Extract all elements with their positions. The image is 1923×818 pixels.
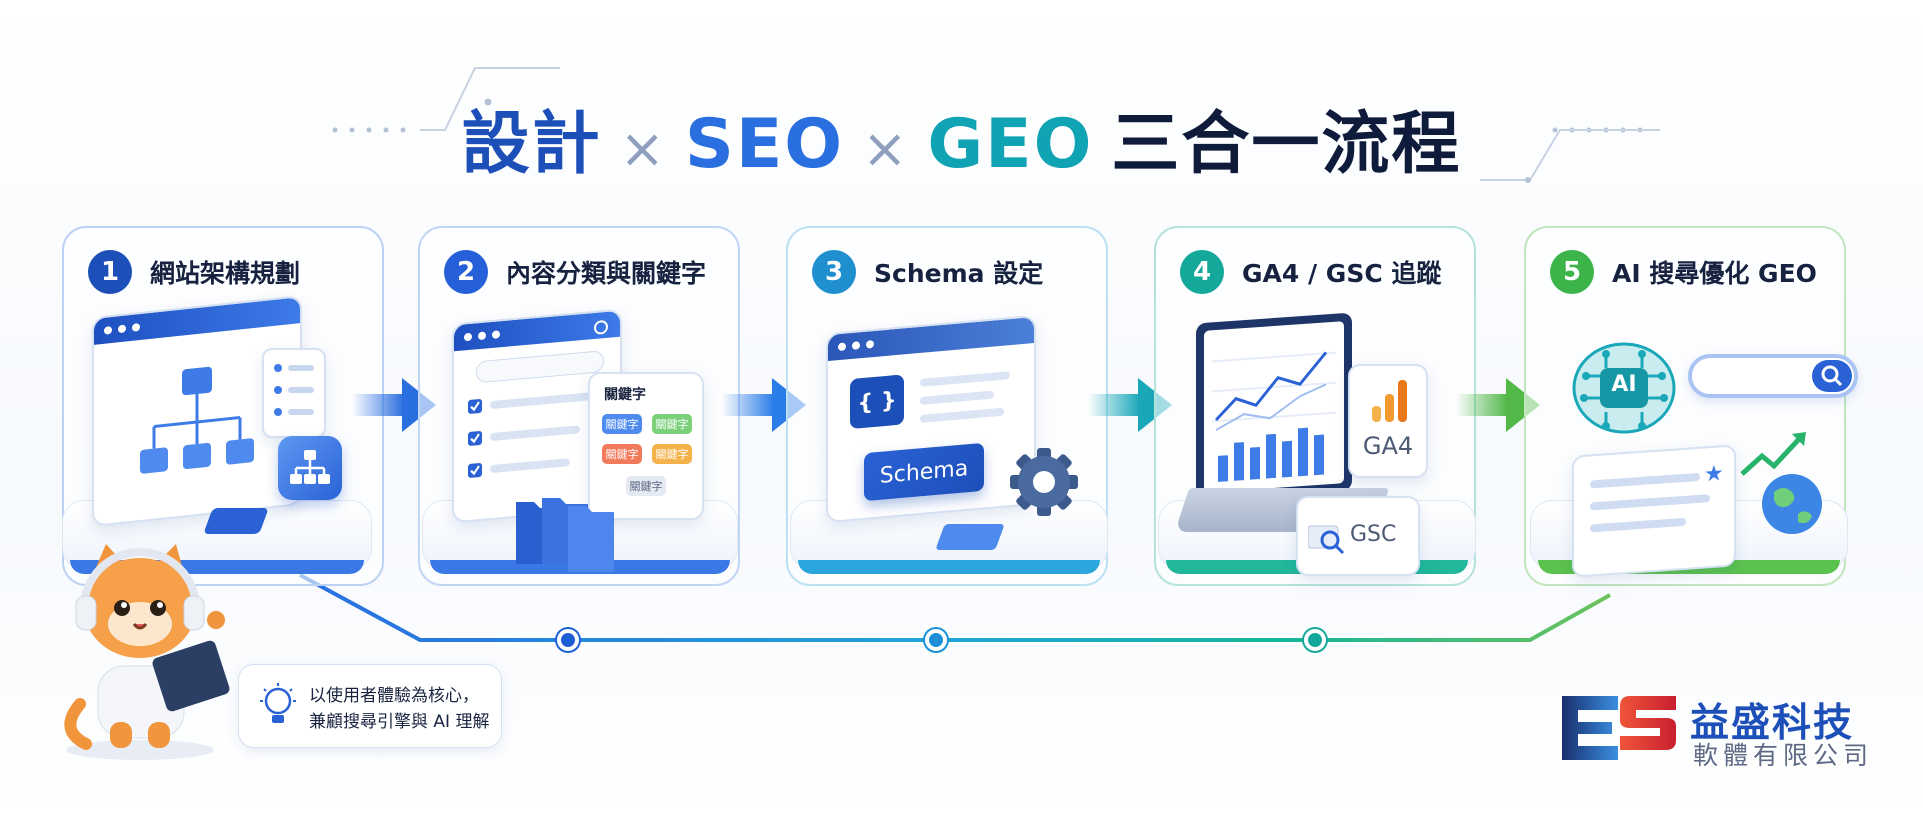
callout-text: 以使用者體驗為核心， 兼顧搜尋引擎與 AI 理解 xyxy=(309,683,489,735)
title-flow: 三合一流程 xyxy=(1111,105,1462,184)
step-title: Schema 設定 xyxy=(874,259,1044,288)
keyword-panel: 關鍵字 關鍵字 關鍵字 關鍵字 關鍵字 關鍵字 xyxy=(588,372,704,520)
globe-icon xyxy=(1740,432,1822,534)
step-title: AI 搜尋優化 GEO xyxy=(1612,259,1817,288)
step-header-4: 4 GA4 / GSC 追蹤 xyxy=(1180,250,1441,294)
checklist xyxy=(468,392,590,478)
step-header-2: 2 內容分類與關鍵字 xyxy=(444,250,706,294)
brain-icon xyxy=(1572,342,1676,434)
title-decoration xyxy=(332,67,1660,183)
step-number-badge: 5 xyxy=(1550,250,1594,294)
keyboard-icon xyxy=(203,508,269,534)
connector-dot-1 xyxy=(557,629,579,651)
list-panel xyxy=(262,348,326,438)
title-seo: SEO xyxy=(684,105,845,184)
magnifier-icon xyxy=(1308,525,1345,555)
gsc-card: GSC xyxy=(1296,496,1420,576)
step-number-badge: 1 xyxy=(88,250,132,294)
keyword-tag: 關鍵字 xyxy=(626,476,666,496)
connector-dot-2 xyxy=(925,629,947,651)
search-input[interactable] xyxy=(476,350,604,384)
callout-bubble: 以使用者體驗為核心， 兼顧搜尋引擎與 AI 理解 xyxy=(238,664,502,748)
sitemap-window xyxy=(92,294,302,528)
text-line xyxy=(920,371,1010,387)
step-header-5: 5 AI 搜尋優化 GEO xyxy=(1550,250,1817,294)
star-icon: ★ xyxy=(1704,461,1724,488)
step-title: GA4 / GSC 追蹤 xyxy=(1242,259,1442,288)
title-geo: GEO xyxy=(927,105,1094,184)
title-times-2: × xyxy=(862,117,910,180)
ai-label: AI xyxy=(1611,372,1637,397)
hierarchy-cube-icon xyxy=(278,436,342,500)
sitemap-icon xyxy=(140,366,254,474)
step-header-3: 3 Schema 設定 xyxy=(812,250,1043,294)
step-header-1: 1 網站架構規劃 xyxy=(88,250,300,294)
screen-tile xyxy=(935,524,1005,550)
step-3-platform-edge xyxy=(798,560,1100,574)
keyword-heading: 關鍵字 xyxy=(604,387,646,403)
callout-line-1: 以使用者體驗為核心， xyxy=(309,686,479,706)
callout-line-2: 兼顧搜尋引擎與 AI 理解 xyxy=(309,712,490,732)
ga4-card: GA4 xyxy=(1348,364,1428,478)
content-window xyxy=(452,308,622,524)
keyword-tag: 關鍵字 xyxy=(652,414,692,434)
company-name: 益盛科技 xyxy=(1690,701,1855,746)
gear-icon xyxy=(1010,448,1078,516)
company-logo-mark xyxy=(1562,696,1676,760)
step-number-badge: 4 xyxy=(1180,250,1224,294)
text-line xyxy=(920,407,1004,423)
cat-mascot-icon xyxy=(64,544,230,760)
text-line xyxy=(1590,517,1686,533)
connector-dot-3 xyxy=(1304,629,1326,651)
keyword-tag: 關鍵字 xyxy=(602,444,642,464)
laptop-screen xyxy=(1196,312,1352,502)
code-block-icon: { } xyxy=(850,374,904,430)
step-number-badge: 3 xyxy=(812,250,856,294)
search-icon xyxy=(1821,365,1843,387)
gsc-label: GSC xyxy=(1350,522,1397,547)
keyword-tag: 關鍵字 xyxy=(652,444,692,464)
text-line xyxy=(920,390,994,405)
result-card: ★ xyxy=(1572,444,1736,578)
title-times-1: × xyxy=(619,117,667,180)
flow-arrow-4 xyxy=(1456,378,1540,432)
company-subtitle: 軟體有限公司 xyxy=(1693,741,1874,770)
ai-search-input[interactable] xyxy=(1688,354,1858,398)
lightbulb-icon xyxy=(260,683,296,723)
bar-chart-icon xyxy=(1204,321,1344,493)
step-title: 內容分類與關鍵字 xyxy=(506,259,707,288)
keyword-tag: 關鍵字 xyxy=(602,414,642,434)
ga4-label: GA4 xyxy=(1362,432,1414,460)
text-line xyxy=(1590,494,1710,511)
ga4-bars-icon xyxy=(1372,380,1407,422)
folder-icon xyxy=(516,498,614,572)
search-button[interactable] xyxy=(1812,360,1852,392)
text-line xyxy=(1590,472,1700,489)
step-title: 網站架構規劃 xyxy=(150,259,301,288)
title-design: 設計 xyxy=(461,105,602,184)
step-number-badge: 2 xyxy=(444,250,488,294)
